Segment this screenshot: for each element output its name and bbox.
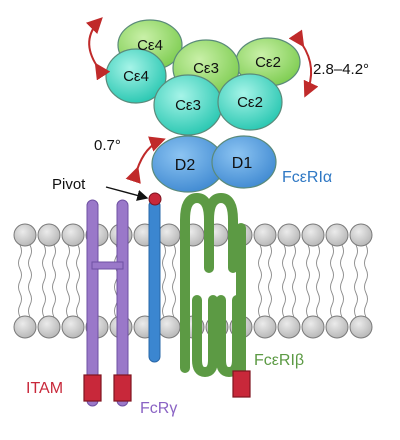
arrow-mid-left xyxy=(125,136,166,184)
itam-box-right xyxy=(232,370,251,398)
ce3-bottom-label: Cε3 xyxy=(175,97,201,114)
ce2-top-label: Cε2 xyxy=(255,54,281,71)
itam-motifs xyxy=(83,370,251,402)
membrane-lipid-tails xyxy=(18,244,368,318)
arrow-right xyxy=(288,29,319,98)
d1-domain xyxy=(211,135,277,189)
fcr-gamma-dimer xyxy=(86,199,129,407)
ce4-bottom-label: Cε4 xyxy=(123,68,149,85)
fceri-alpha-stalk xyxy=(148,199,161,363)
ce2-bottom-domain xyxy=(217,73,283,131)
ce2-bottom-label: Cε2 xyxy=(237,94,263,111)
d1-label: D1 xyxy=(232,155,253,172)
fceri-beta-label: FcεRIβ xyxy=(254,352,304,369)
domain-labels: Cε4 Cε4 Cε3 Cε3 Cε2 Cε2 D2 D1 xyxy=(123,37,281,174)
fceri-alpha-label: FcεRIα xyxy=(282,169,332,186)
pivot-pointer-arrow xyxy=(105,186,149,201)
rotation-arrows xyxy=(85,17,319,184)
itam-box-middle xyxy=(113,374,132,402)
itam-box-left xyxy=(83,374,102,402)
membrane-top-heads xyxy=(13,223,373,247)
ce4-top-label: Cε4 xyxy=(137,37,163,54)
fcr-gamma-label: FcRγ xyxy=(140,400,177,417)
itam-label: ITAM xyxy=(26,380,63,397)
pivot-point xyxy=(148,192,162,206)
d2-label: D2 xyxy=(175,157,196,174)
arrow-top-left xyxy=(85,17,111,81)
fceri-beta-chain xyxy=(180,192,246,391)
angle-large-label: 2.8–4.2° xyxy=(313,61,369,78)
ce3-top-label: Cε3 xyxy=(193,60,219,77)
ige-fc-domains xyxy=(105,19,301,193)
angle-small-label: 0.7° xyxy=(94,137,121,154)
pivot-label: Pivot xyxy=(52,176,86,193)
